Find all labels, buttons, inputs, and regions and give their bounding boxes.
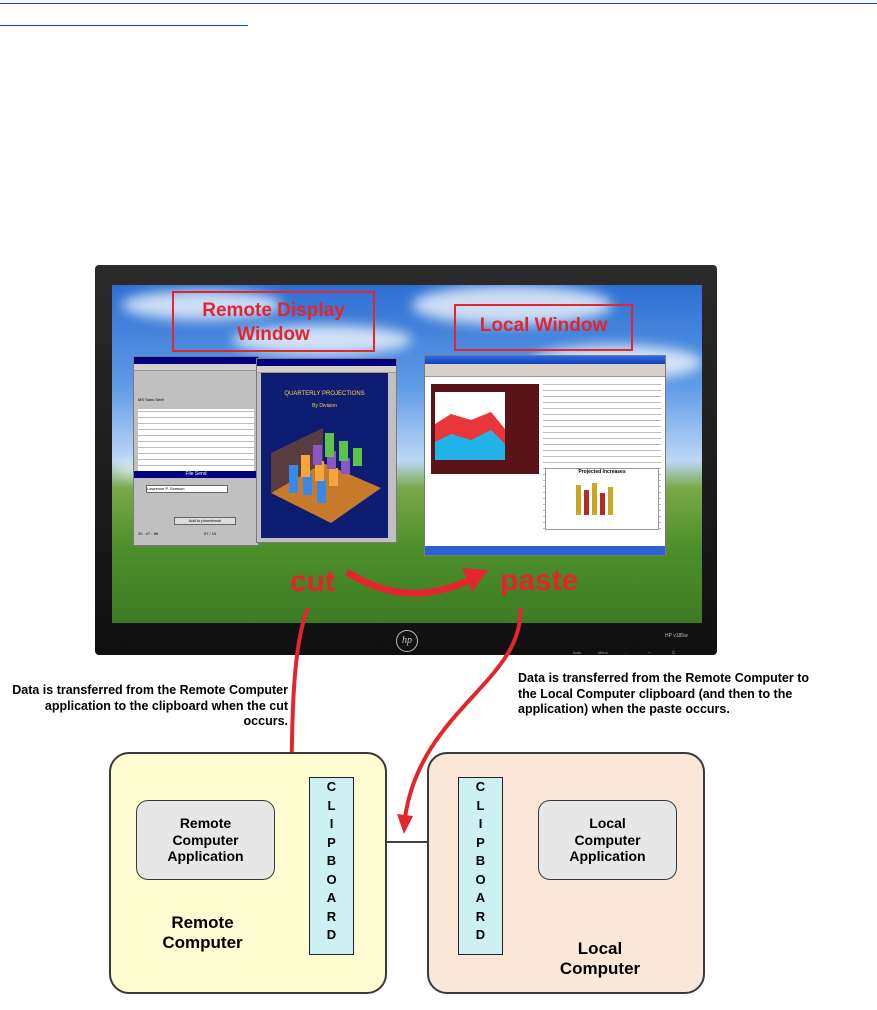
remote-spreadsheet-grid	[138, 409, 254, 471]
clip-letter: D	[475, 927, 486, 942]
remote-time-value: 20 : 47 : 58	[138, 531, 159, 536]
remote-app-window: MS Sans Serif File Send Lawrence P. Sams…	[133, 356, 259, 546]
local-clipboard: C L I P B O A R D	[458, 777, 503, 955]
remote-3d-bar-chart	[271, 428, 381, 523]
clip-letter: C	[475, 779, 486, 794]
hp-logo: hp	[396, 630, 418, 652]
remote-chart-panel: QUARTERLY PROJECTIONS By Division	[261, 373, 388, 538]
clip-letter: C	[326, 779, 337, 794]
clip-letter: L	[327, 797, 336, 813]
top-rule	[0, 3, 877, 4]
local-bar-chart-panel: Projected Increases	[545, 468, 659, 530]
remote-cell-ref: MS Sans Serif	[138, 397, 164, 402]
local-window-text: Local Window	[479, 315, 608, 336]
remote-menubar	[134, 364, 258, 371]
remote-chart-title: QUARTERLY PROJECTIONS	[284, 391, 365, 397]
remote-chart-subtitle: By Division	[312, 403, 337, 409]
local-titlebar	[425, 356, 665, 364]
remote-computer-application: Remote Computer Application	[136, 800, 275, 880]
left-note: Data is transferred from the Remote Comp…	[12, 683, 288, 729]
remote-chart-window: QUARTERLY PROJECTIONS By Division	[256, 358, 397, 543]
paste-down-arrowhead	[397, 814, 413, 834]
clip-letter: R	[475, 908, 486, 924]
local-area-chart	[435, 392, 505, 460]
link-underline	[0, 25, 248, 26]
remote-chart-menubar	[257, 366, 396, 373]
clip-letter: L	[476, 797, 485, 813]
clip-letter: O	[326, 871, 337, 887]
clip-letter: I	[478, 816, 483, 831]
clip-letter: B	[475, 853, 486, 868]
clip-letter: R	[326, 908, 337, 924]
remote-form-title: File Send	[134, 471, 258, 478]
remote-chart-titlebar	[257, 359, 396, 366]
monitor-button-minus[interactable]: -	[625, 650, 627, 655]
paste-label: paste	[500, 564, 579, 597]
local-app-window: Projected Increases	[424, 355, 666, 556]
cloud	[122, 290, 282, 320]
local-taskbar	[425, 546, 665, 555]
local-chart	[431, 384, 539, 474]
local-computer-application: Local Computer Application	[538, 800, 677, 880]
remote-date-value: 07 / 10	[204, 531, 217, 536]
monitor-button-auto[interactable]: Auto	[573, 650, 582, 655]
clip-letter: P	[476, 834, 485, 850]
right-note: Data is transferred from the Remote Comp…	[518, 671, 810, 717]
remote-clipboard: C L I P B O A R D	[309, 777, 354, 955]
monitor-button-plus[interactable]: +	[648, 650, 651, 655]
local-3d-bars	[576, 483, 613, 515]
remote-titlebar	[134, 357, 258, 364]
cut-label: cut	[290, 565, 335, 598]
local-window-label: Local Window	[454, 304, 633, 351]
clip-letter: D	[326, 927, 337, 942]
remote-display-text: Remote Display Window	[202, 300, 345, 345]
remote-display-label: Remote Display Window	[172, 291, 375, 352]
clip-letter: A	[475, 890, 486, 905]
local-chart-title: Projected Increases	[578, 469, 626, 475]
clip-letter: A	[326, 890, 337, 905]
clip-letter: I	[329, 816, 334, 831]
clip-letter: P	[327, 834, 336, 850]
remote-form-add-button[interactable]: Add to phonebook	[174, 517, 236, 525]
monitor-button-menu[interactable]: Menu	[598, 650, 609, 655]
clip-letter: O	[475, 871, 486, 887]
clip-letter: B	[326, 853, 337, 868]
remote-app-text: Remote Computer Application	[167, 814, 244, 865]
monitor-model-label: HP v185w	[665, 633, 688, 639]
monitor-power-button[interactable]: ⏻	[672, 650, 676, 655]
local-app-text: Local Computer Application	[569, 814, 646, 865]
local-computer-label: Local Computer	[559, 939, 641, 979]
local-menubar	[425, 364, 665, 377]
remote-computer-label: Remote Computer	[162, 913, 243, 953]
remote-form-name-field[interactable]: Lawrence P. Samson	[146, 485, 228, 493]
